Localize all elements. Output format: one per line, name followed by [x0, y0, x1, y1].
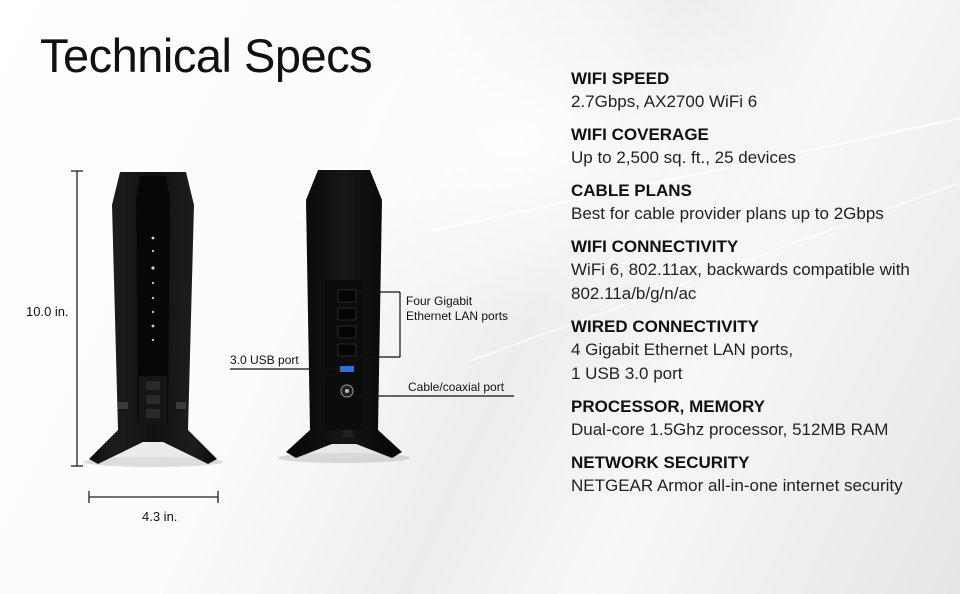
lan-ports-callout: Four Gigabit Ethernet LAN ports	[406, 294, 508, 324]
spec-value: 4 Gigabit Ethernet LAN ports,	[571, 340, 794, 359]
spec-heading: NETWORK SECURITY	[571, 453, 750, 472]
width-label: 4.3 in.	[142, 509, 178, 524]
coax-port-callout: Cable/coaxial port	[408, 380, 505, 394]
spec-wifi-coverage: WIFI COVERAGE Up to 2,500 sq. ft., 25 de…	[571, 124, 951, 170]
height-dimension-line	[71, 170, 83, 467]
height-label: 10.0 in.	[26, 304, 69, 319]
spec-network-security: NETWORK SECURITY NETGEAR Armor all-in-on…	[571, 452, 951, 498]
spec-heading: PROCESSOR, MEMORY	[571, 397, 765, 416]
spec-value: WiFi 6, 802.11ax, backwards compatible w…	[571, 260, 910, 279]
spec-value: 2.7Gbps, AX2700 WiFi 6	[571, 92, 758, 111]
spec-value: 802.11a/b/g/n/ac	[571, 284, 697, 303]
spec-heading: CABLE PLANS	[571, 181, 692, 200]
spec-value: NETGEAR Armor all-in-one internet securi…	[571, 476, 903, 495]
spec-heading: WIRED CONNECTIVITY	[571, 317, 759, 336]
spec-value: Best for cable provider plans up to 2Gbp…	[571, 204, 884, 223]
page-title: Technical Specs	[40, 29, 373, 82]
spec-value: Dual-core 1.5Ghz processor, 512MB RAM	[571, 420, 889, 439]
callout-line-2: Ethernet LAN ports	[406, 309, 509, 323]
spec-wifi-speed: WIFI SPEED 2.7Gbps, AX2700 WiFi 6	[571, 68, 951, 114]
spec-heading: WIFI SPEED	[571, 69, 670, 88]
spec-cable-plans: CABLE PLANS Best for cable provider plan…	[571, 180, 951, 226]
spec-wired-connectivity: WIRED CONNECTIVITY 4 Gigabit Ethernet LA…	[571, 316, 951, 386]
router-front-view	[83, 172, 223, 467]
callout-line-1: Four Gigabit	[406, 294, 473, 308]
spec-value: Up to 2,500 sq. ft., 25 devices	[571, 148, 796, 167]
callout-lines	[230, 291, 514, 397]
spec-heading: WIFI CONNECTIVITY	[571, 237, 739, 256]
spec-processor-memory: PROCESSOR, MEMORY Dual-core 1.5Ghz proce…	[571, 396, 951, 442]
spec-wifi-connectivity: WIFI CONNECTIVITY WiFi 6, 802.11ax, back…	[571, 236, 951, 306]
width-dimension-line	[88, 491, 219, 503]
usb-port-callout: 3.0 USB port	[230, 353, 299, 367]
spec-value: 1 USB 3.0 port	[571, 364, 683, 383]
spec-list: WIFI SPEED 2.7Gbps, AX2700 WiFi 6 WIFI C…	[571, 68, 951, 508]
router-back-view	[278, 170, 410, 463]
spec-heading: WIFI COVERAGE	[571, 125, 709, 144]
